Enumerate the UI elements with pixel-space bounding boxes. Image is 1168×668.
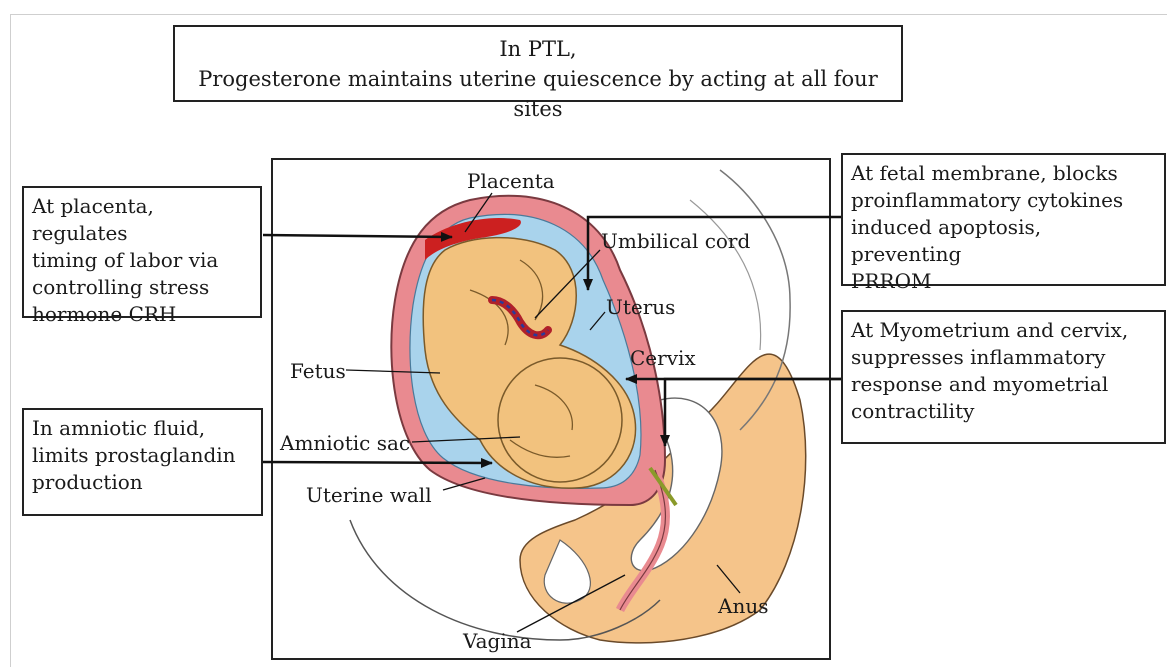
- label-fetus: Fetus: [290, 360, 346, 382]
- label-uterus: Uterus: [606, 296, 675, 318]
- arrow-amniotic: [263, 462, 492, 463]
- label-umbilical-cord: Umbilical cord: [601, 230, 750, 252]
- label-amniotic-sac: Amniotic sac: [280, 432, 410, 454]
- label-vagina: Vagina: [463, 630, 532, 652]
- label-cervix: Cervix: [630, 347, 696, 369]
- arrow-fetal-membrane: [588, 217, 841, 290]
- fetus-head: [498, 358, 622, 482]
- label-anus: Anus: [718, 595, 768, 617]
- label-uterine-wall: Uterine wall: [306, 484, 432, 506]
- spine-outline: [690, 200, 761, 350]
- label-placenta: Placenta: [467, 170, 555, 192]
